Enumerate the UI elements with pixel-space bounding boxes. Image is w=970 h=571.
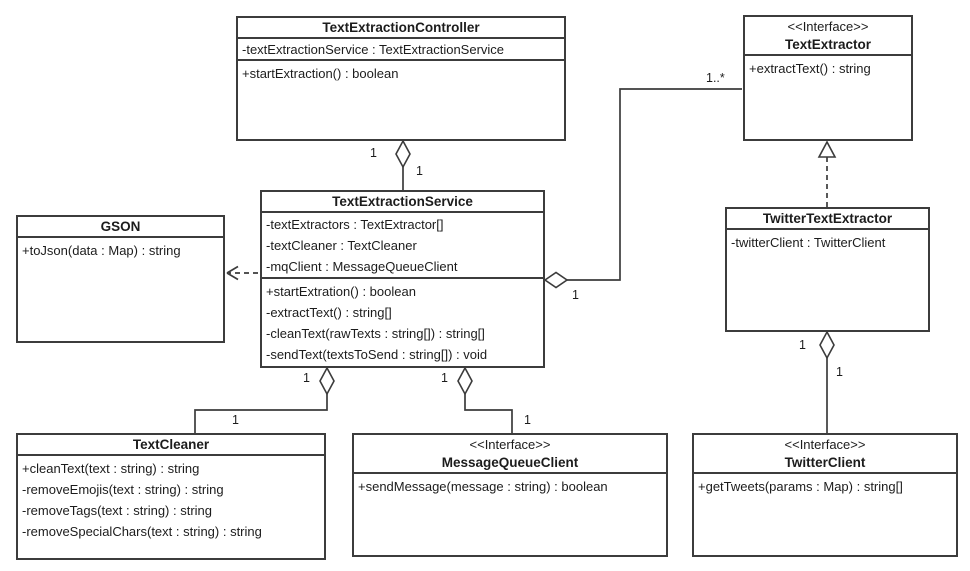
class-header: TextExtractionController <box>238 18 564 39</box>
class-name: TwitterTextExtractor <box>762 211 893 226</box>
aggregation-diamond-twitterextractor <box>819 330 835 360</box>
aggregation-diamond-service-cleaner <box>319 366 335 396</box>
class-name: TextCleaner <box>132 437 210 452</box>
multiplicity-label: 1..* <box>706 71 725 85</box>
member-line: -sendText(textsToSend : string[]) : void <box>266 346 488 362</box>
class-name: GSON <box>100 219 141 234</box>
multiplicity-label: 1 <box>441 371 448 385</box>
class-name: TwitterClient <box>784 455 866 470</box>
class-header: <<Interface>> TwitterClient <box>694 435 956 474</box>
class-box-twitter-client: <<Interface>> TwitterClient +getTweets(p… <box>692 433 958 557</box>
attributes-compartment: -textExtractionService : TextExtractionS… <box>238 39 564 61</box>
class-name: MessageQueueClient <box>441 455 579 470</box>
member-line: +startExtraction() : boolean <box>242 66 399 81</box>
member-line: -textExtractors : TextExtractor[] <box>266 217 444 232</box>
member-line: -mqClient : MessageQueueClient <box>266 259 458 274</box>
member-line: +extractText() : string <box>749 61 871 76</box>
methods-compartment: +startExtration() : boolean -extractText(… <box>262 279 543 366</box>
member-line: +cleanText(text : string) : string <box>22 461 200 476</box>
methods-compartment: +toJson(data : Map) : string <box>18 238 223 341</box>
multiplicity-label: 1 <box>524 413 531 427</box>
class-box-text-extractor: <<Interface>> TextExtractor +extractText… <box>743 15 913 141</box>
member-line: -removeTags(text : string) : string <box>22 503 212 518</box>
realization-triangle-arrowhead <box>817 140 837 158</box>
class-header: TextExtractionService <box>262 192 543 213</box>
interface-stereotype: <<Interface>> <box>787 19 869 34</box>
methods-compartment: +startExtraction() : boolean <box>238 61 564 139</box>
multiplicity-label: 1 <box>232 413 239 427</box>
methods-compartment: +cleanText(text : string) : string -remov… <box>18 456 324 558</box>
multiplicity-label: 1 <box>303 371 310 385</box>
member-line: -extractText() : string[] <box>266 304 392 320</box>
member-line: -removeSpecialChars(text : string) : str… <box>22 524 262 539</box>
aggregation-line-service-mq <box>464 392 513 433</box>
dependency-arrowhead <box>226 265 239 281</box>
aggregation-diamond-service-right <box>543 271 569 289</box>
attributes-compartment: -textExtractors : TextExtractor[] -textCl… <box>262 213 543 279</box>
class-header: <<Interface>> MessageQueueClient <box>354 435 666 474</box>
class-box-message-queue-client: <<Interface>> MessageQueueClient +sendMe… <box>352 433 668 557</box>
class-header: TwitterTextExtractor <box>727 209 928 230</box>
aggregation-diamond-controller <box>395 139 411 169</box>
methods-compartment: +sendMessage(message : string) : boolean <box>354 474 666 555</box>
member-line: -textExtractionService : TextExtractionS… <box>242 42 505 57</box>
interface-stereotype: <<Interface>> <box>469 437 551 452</box>
class-box-gson: GSON +toJson(data : Map) : string <box>16 215 225 343</box>
member-line: +sendMessage(message : string) : boolean <box>358 479 608 494</box>
class-header: <<Interface>> TextExtractor <box>745 17 911 56</box>
class-box-twitter-text-extractor: TwitterTextExtractor -twitterClient : Tw… <box>725 207 930 332</box>
class-header: GSON <box>18 217 223 238</box>
class-name: TextExtractionService <box>332 194 473 209</box>
multiplicity-label: 1 <box>836 365 843 379</box>
class-name: TextExtractor <box>784 37 872 52</box>
methods-compartment: +getTweets(params : Map) : string[] <box>694 474 956 555</box>
interface-stereotype: <<Interface>> <box>784 437 866 452</box>
member-line: -removeEmojis(text : string) : string <box>22 482 224 497</box>
aggregation-line-service-cleaner <box>194 392 328 433</box>
multiplicity-label: 1 <box>572 288 579 302</box>
member-line: -cleanText(rawTexts : string[]) : string… <box>266 325 485 341</box>
multiplicity-label: 1 <box>799 338 806 352</box>
class-box-text-extraction-controller: TextExtractionController -textExtraction… <box>236 16 566 141</box>
class-box-text-cleaner: TextCleaner +cleanText(text : string) : … <box>16 433 326 560</box>
multiplicity-label: 1 <box>416 164 423 178</box>
member-line: +getTweets(params : Map) : string[] <box>698 479 903 494</box>
member-line: +toJson(data : Map) : string <box>22 243 181 258</box>
member-line: -textCleaner : TextCleaner <box>266 238 417 253</box>
class-name: TextExtractionController <box>322 20 480 35</box>
member-line: -twitterClient : TwitterClient <box>731 235 886 250</box>
class-box-text-extraction-service: TextExtractionService -textExtractors : … <box>260 190 545 368</box>
multiplicity-label: 1 <box>370 146 377 160</box>
attributes-compartment: -twitterClient : TwitterClient <box>727 230 928 330</box>
class-header: TextCleaner <box>18 435 324 456</box>
member-line: +startExtration() : boolean <box>266 283 416 299</box>
methods-compartment: +extractText() : string <box>745 56 911 139</box>
aggregation-line-service-extractor <box>566 88 742 281</box>
aggregation-diamond-service-mq <box>457 366 473 396</box>
